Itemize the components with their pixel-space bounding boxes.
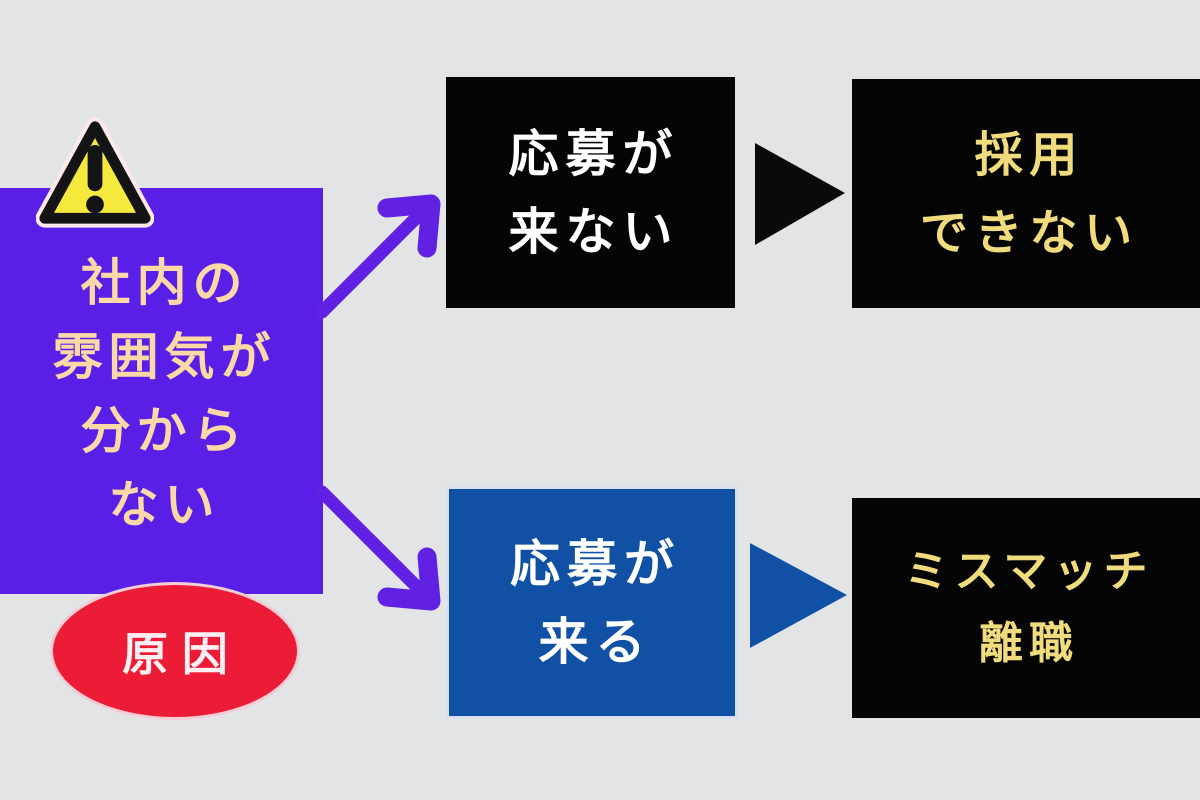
cause-line: ない [108, 475, 221, 534]
cause-line: 雰囲気が [52, 327, 277, 386]
warning-triangle-icon [36, 117, 154, 228]
node-cannot-hire: 採用 できない [852, 79, 1200, 308]
node-line: 離職 [978, 618, 1080, 669]
node-line: 来る [538, 611, 653, 671]
bottom-flow-triangle-icon [750, 543, 847, 648]
node-line: 来ない [508, 201, 680, 261]
node-applications-come: 応募が 来る [447, 487, 737, 718]
cause-badge-label: 原因 [122, 627, 242, 681]
connector-bottom-shaft [315, 485, 427, 597]
connector-top-arrowhead-icon [377, 194, 441, 258]
cause-node: 社内の 雰囲気が 分から ない [0, 117, 323, 594]
node-no-applications: 応募が 来ない [446, 77, 735, 308]
node-line: ミスマッチ [904, 546, 1154, 597]
node-line: できない [919, 204, 1139, 261]
connector-top-shaft [315, 207, 427, 319]
node-line: 応募が [510, 533, 681, 593]
cause-text: 社内の 雰囲気が 分から ない [0, 246, 323, 542]
node-line: 採用 [974, 126, 1085, 183]
cause-badge: 原因 [50, 582, 300, 720]
connector-bottom-arrowhead-icon [377, 547, 441, 611]
cause-line: 分から [80, 401, 249, 460]
top-flow-triangle-icon [755, 143, 845, 245]
node-line: 応募が [508, 123, 680, 183]
node-mismatch-turnover: ミスマッチ 離職 [852, 498, 1200, 718]
cause-line: 社内の [80, 253, 249, 312]
